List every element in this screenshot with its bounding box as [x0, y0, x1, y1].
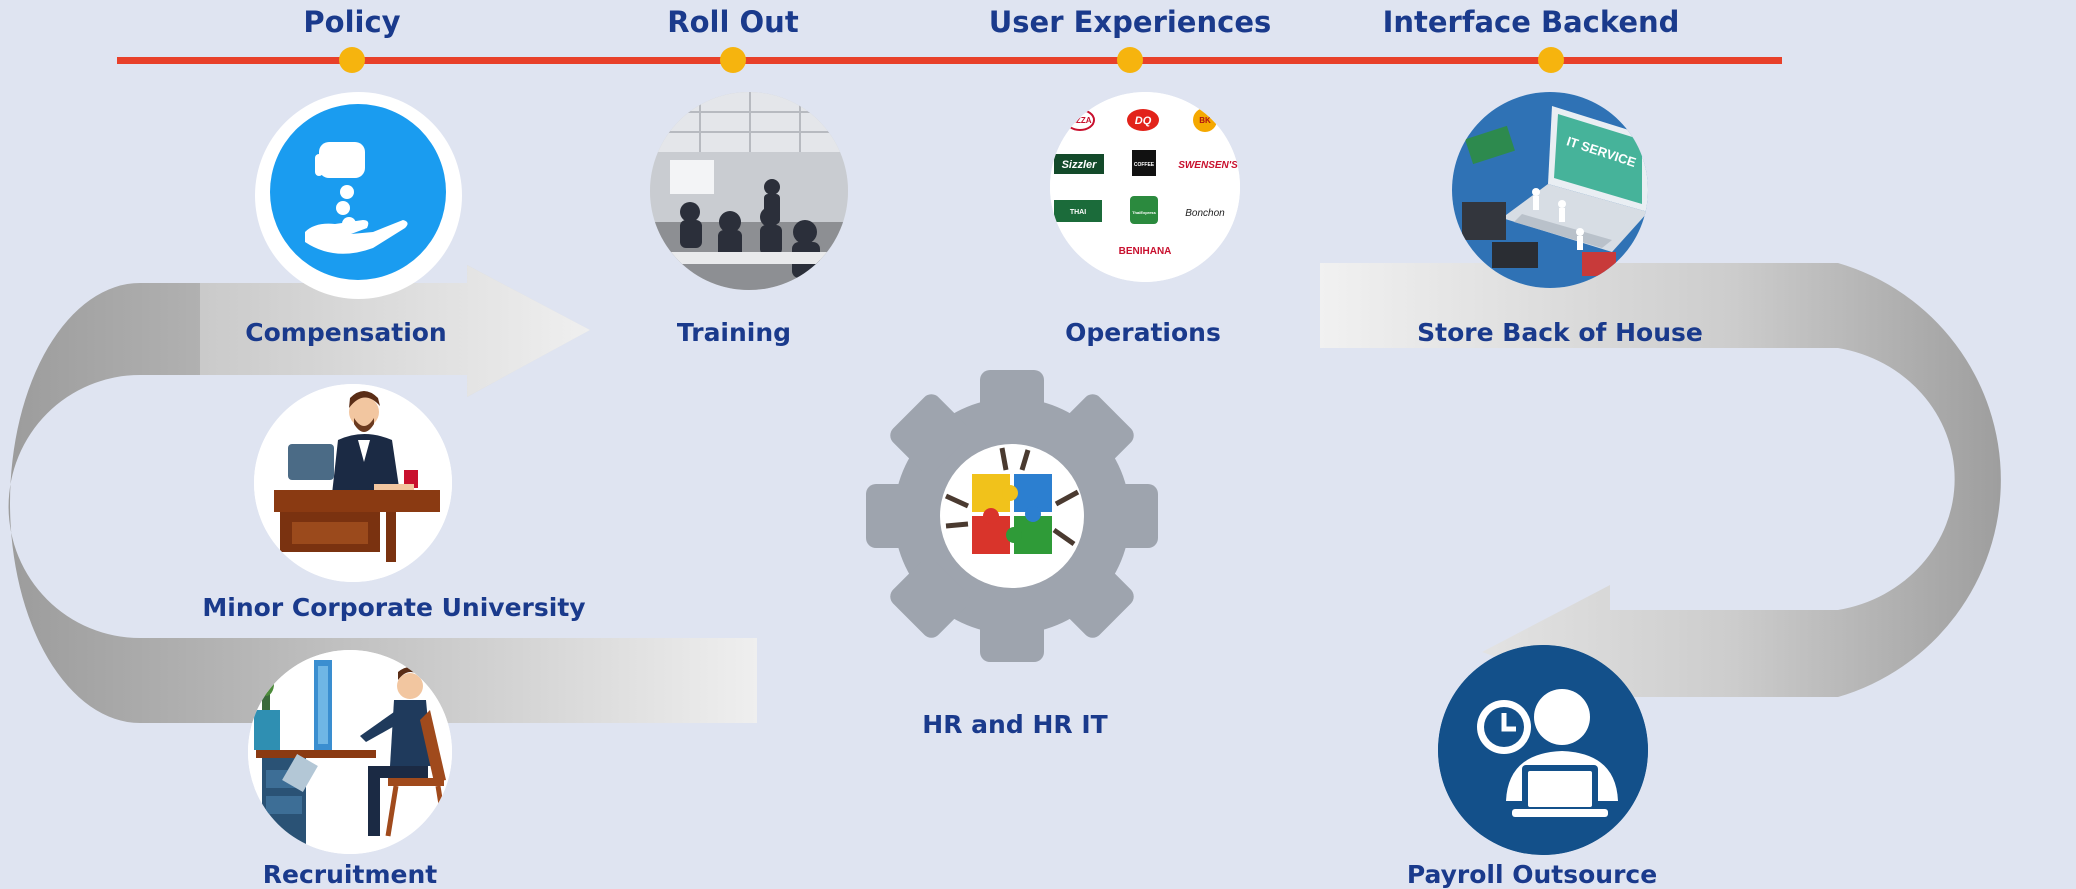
laptop-icon: IT SERVICE [1502, 106, 1648, 252]
svg-text:Sizzler: Sizzler [1062, 159, 1098, 171]
timeline-dot-policy [339, 47, 365, 73]
gear-icon [866, 370, 1158, 662]
minor-corporate-university-image [254, 384, 452, 582]
svg-text:THAI: THAI [1070, 209, 1086, 216]
phase-interface-backend-label: Interface Backend [1382, 5, 1680, 39]
svg-text:COFFEE: COFFEE [1134, 162, 1155, 168]
recruitment-label: Recruitment [262, 860, 438, 889]
timeline-dot-roll-out [720, 47, 746, 73]
timeline-dot-user-experiences [1117, 47, 1143, 73]
money-hand-icon [305, 142, 408, 254]
operations-brand-logos: PIZZA DQ BK Sizzler COFFEE SWENSEN'S THA… [1050, 92, 1240, 282]
svg-text:BK: BK [1199, 116, 1211, 125]
store-back-of-house-image: IT SERVICE [1452, 92, 1648, 288]
payroll-outsource-label: Payroll Outsource [1406, 860, 1658, 889]
right-flow-arrow [1320, 263, 2001, 698]
svg-text:Bonchon: Bonchon [1185, 208, 1225, 219]
svg-text:ThaiExpress: ThaiExpress [1132, 210, 1157, 215]
timeline-line [117, 57, 1782, 64]
training-photo [650, 92, 848, 290]
phase-roll-out-label: Roll Out [667, 5, 799, 39]
office-worker-icon [254, 660, 449, 844]
svg-text:DQ: DQ [1135, 115, 1152, 127]
svg-text:SWENSEN'S: SWENSEN'S [1178, 160, 1238, 171]
phase-policy-label: Policy [303, 5, 401, 39]
svg-text:BENIHANA: BENIHANA [1119, 246, 1172, 257]
store-back-of-house-label: Store Back of House [1417, 318, 1703, 347]
person-clock-icon [1477, 689, 1618, 817]
puzzle-icon [944, 447, 1080, 554]
operations-label: Operations [1065, 318, 1221, 347]
svg-text:PIZZA: PIZZA [1068, 116, 1091, 125]
training-label: Training [676, 318, 792, 347]
businessman-desk-icon [274, 391, 440, 562]
recruitment-image [248, 650, 452, 854]
compensation-image [255, 92, 462, 299]
hr-and-hr-it-label: HR and HR IT [922, 710, 1108, 739]
phase-user-experiences-label: User Experiences [988, 5, 1272, 39]
minor-corporate-university-label: Minor Corporate University [202, 593, 586, 622]
payroll-outsource-image [1438, 645, 1648, 855]
compensation-label: Compensation [245, 318, 447, 347]
timeline-dot-interface-backend [1538, 47, 1564, 73]
